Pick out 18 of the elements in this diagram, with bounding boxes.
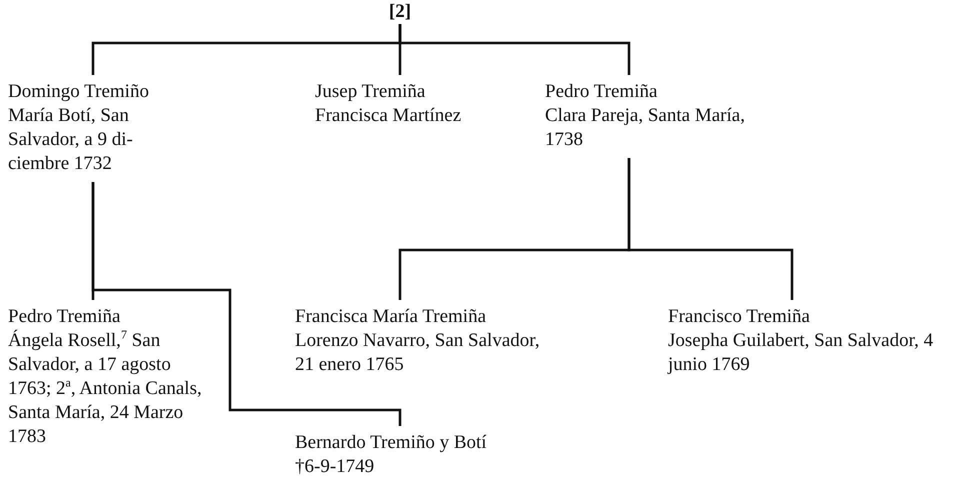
person-name: Pedro Tremiña bbox=[8, 305, 122, 329]
marriage-details: María Botí, San Salvador, a 9 di- ciembre 1732 bbox=[8, 104, 134, 176]
person-name: Domingo Tremiño bbox=[8, 80, 150, 104]
tree-connector bbox=[398, 24, 630, 75]
marriage-details: Ángela Rosell,$^{7}$ San Salvador, a 17 agosto 1763; 2$^{a}$, Antonia Canals, Santa María, 24 Marzo 1783 bbox=[8, 329, 203, 449]
marriage-details: Josepha Guilabert, San Salvador, 4 junio 1769 bbox=[668, 329, 934, 377]
person-name: Bernardo Tremiño y Botí bbox=[295, 431, 488, 455]
marriage-details: Francisca Martínez bbox=[315, 104, 462, 128]
person-name: Francisco Tremiña bbox=[668, 305, 811, 329]
marriage-details: Lorenzo Navarro, San Salvador, 21 enero 1765 bbox=[295, 329, 541, 377]
generation-label: [2] bbox=[384, 0, 416, 24]
marriage-details: †6-9-1749 bbox=[295, 455, 376, 479]
person-name: Francisca María Tremiña bbox=[295, 305, 488, 329]
person-name: Pedro Tremiña bbox=[545, 80, 658, 104]
tree-connector bbox=[628, 158, 794, 300]
marriage-details: Clara Pareja, Santa María, 1738 bbox=[545, 104, 745, 152]
tree-connector bbox=[92, 182, 402, 426]
person-name: Jusep Tremiña bbox=[315, 80, 426, 104]
